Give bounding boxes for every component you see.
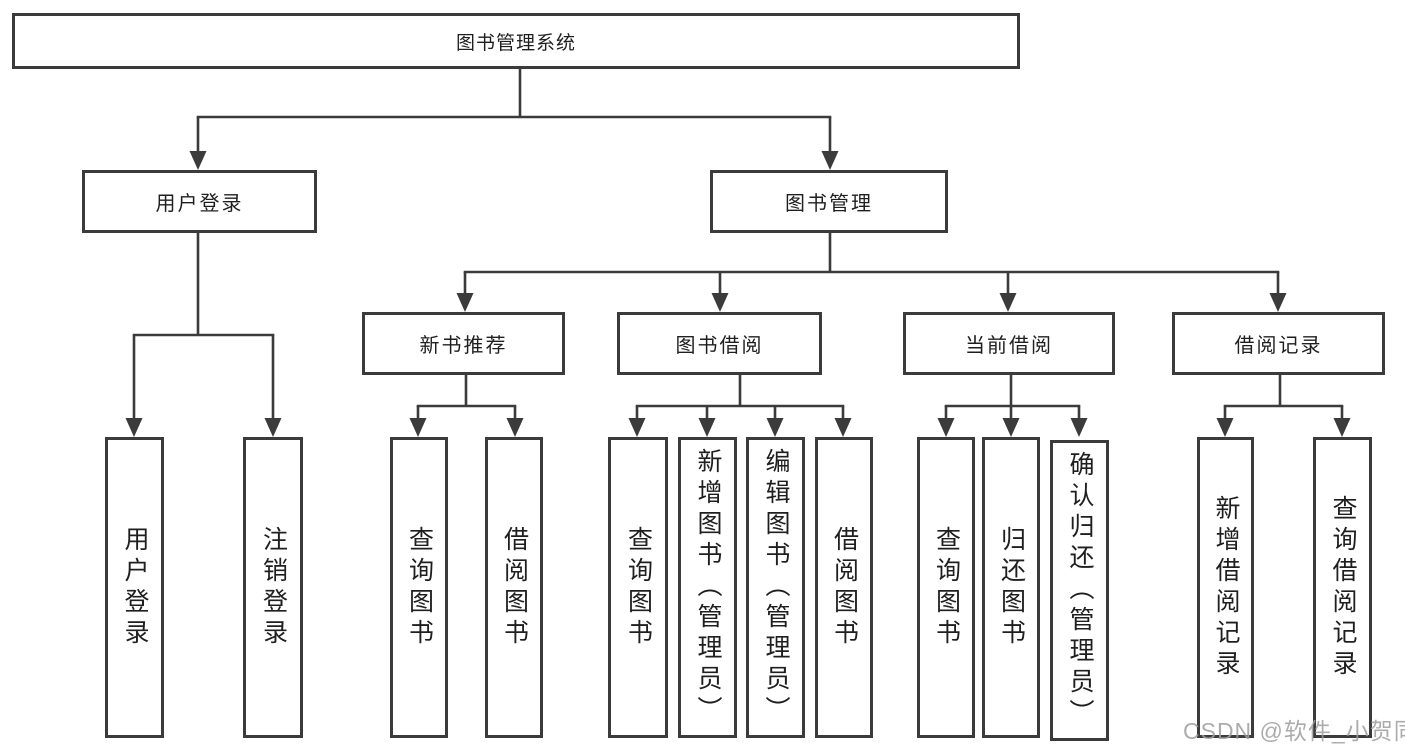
- leaf-add-borrow-record: 新增借阅记录: [1197, 437, 1254, 738]
- leaf-query-borrow-record: 查询借阅记录: [1313, 437, 1372, 738]
- leaf-query-books-2: 查询图书: [608, 437, 668, 738]
- edge-stems: [196, 68, 1282, 406]
- leaf-logout: 注销登录: [243, 437, 303, 738]
- node-root: 图书管理系统: [12, 13, 1020, 69]
- node-user-login: 用户登录: [82, 170, 317, 233]
- leaf-borrow-books-2: 借阅图书: [815, 437, 873, 738]
- node-current-borrow: 当前借阅: [903, 312, 1115, 375]
- leaf-borrow-books-1: 借阅图书: [485, 437, 543, 738]
- node-book-borrow: 图书借阅: [617, 312, 822, 375]
- leaf-return-book: 归还图书: [982, 437, 1040, 738]
- node-new-book-recommend: 新书推荐: [362, 312, 565, 375]
- leaf-confirm-return-admin: 确认归还（管理员）: [1050, 440, 1109, 741]
- node-borrow-records: 借阅记录: [1172, 312, 1385, 375]
- leaf-query-books-1: 查询图书: [390, 437, 448, 738]
- edge-arrows: [125, 117, 1351, 437]
- watermark: CSDN @软件_小贺同学: [1183, 718, 1405, 744]
- node-book-management: 图书管理: [710, 170, 948, 233]
- edge-branches: [132, 115, 1344, 408]
- leaf-add-book-admin: 新增图书（管理员）: [678, 437, 737, 738]
- leaf-user-login: 用户登录: [105, 437, 164, 738]
- leaf-edit-book-admin: 编辑图书（管理员）: [746, 437, 805, 738]
- leaf-query-books-3: 查询图书: [917, 437, 975, 738]
